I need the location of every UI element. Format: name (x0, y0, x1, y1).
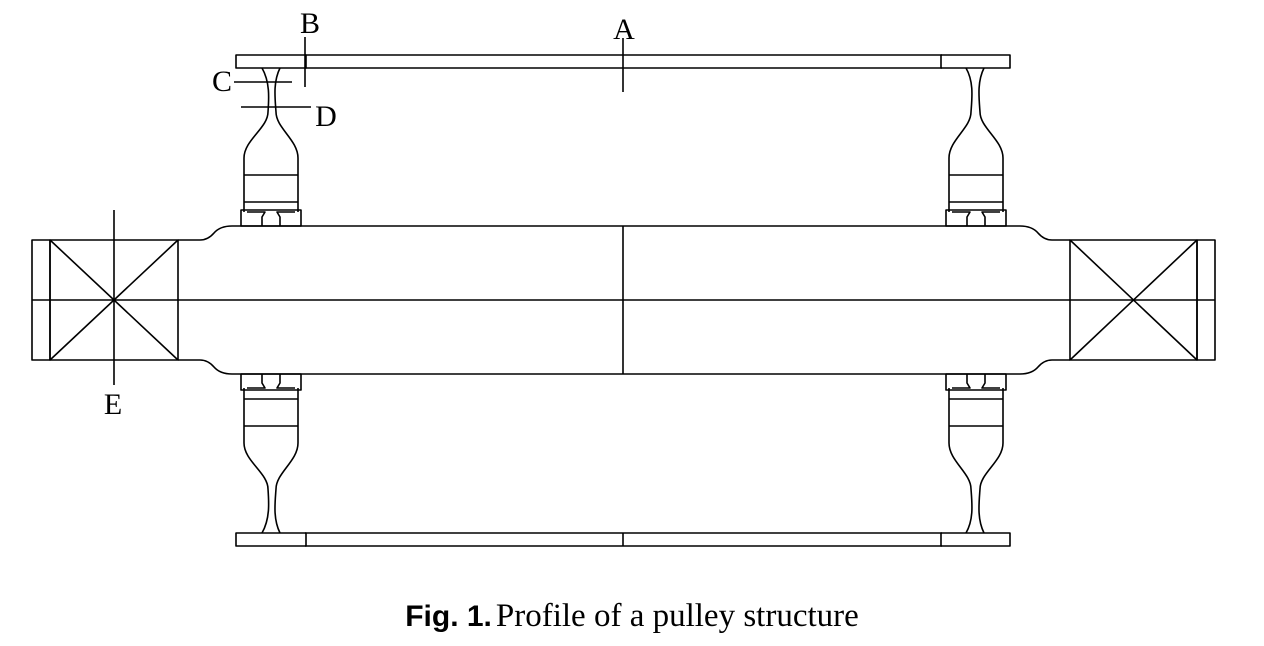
right-end-disc-top (940, 54, 1011, 212)
callout-label-c: C (212, 65, 232, 98)
locking-hub-right-top (945, 209, 1007, 227)
bearing-right (1069, 239, 1198, 361)
caption-text: Profile of a pulley structure (495, 598, 859, 634)
left-end-disc-top (235, 54, 307, 212)
callout-label-d: D (315, 100, 337, 133)
left-end-disc-bottom (235, 388, 307, 547)
callout-label-b: B (300, 7, 320, 40)
callout-leaders (113, 37, 624, 385)
shaft (31, 225, 1216, 375)
callout-label-e: E (104, 388, 122, 421)
callout-label-a: A (613, 13, 635, 46)
locking-hub-right-bottom (945, 373, 1007, 391)
caption-label: Fig. 1. (405, 600, 492, 633)
right-end-disc-bottom (940, 388, 1011, 547)
locking-hub-left-top (240, 209, 302, 227)
figure-caption: Fig. 1. Profile of a pulley structure (0, 598, 1264, 635)
locking-hub-left-bottom (240, 373, 302, 391)
